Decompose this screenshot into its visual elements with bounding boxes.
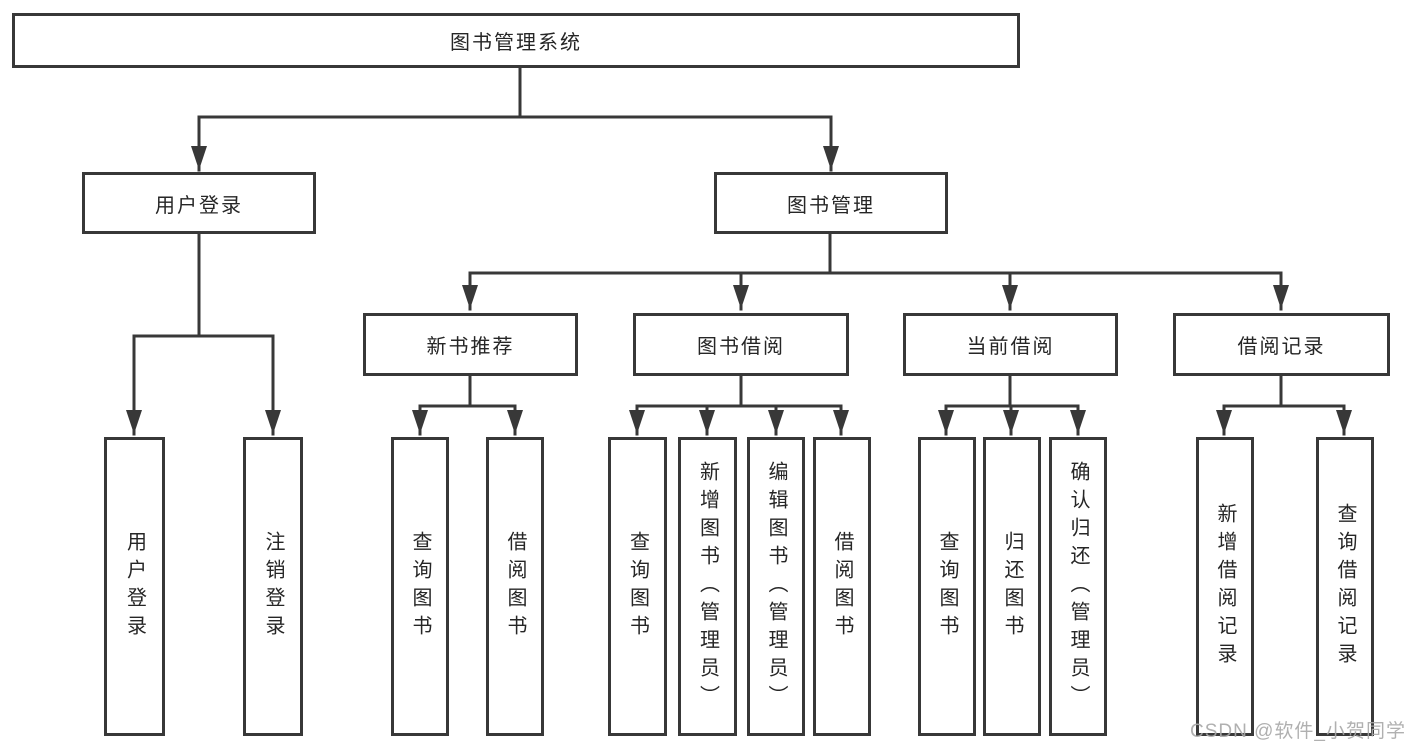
node-label: 借阅图书 — [504, 530, 526, 643]
leaf-query-borrow-record: 查询借阅记录 — [1316, 437, 1374, 736]
node-root: 图书管理系统 — [12, 13, 1020, 68]
node-label: 图书管理 — [787, 194, 875, 217]
node-label: 当前借阅 — [966, 336, 1055, 358]
edge-book-borrow — [635, 373, 843, 408]
leaf-add-borrow-record: 新增借阅记录 — [1196, 437, 1254, 736]
node-borrow-records: 借阅记录 — [1173, 313, 1390, 376]
node-label: 归还图书 — [1001, 530, 1023, 643]
leaf-edit-books-admin: 编辑图书（管理员） — [747, 437, 805, 736]
edge-user-login — [132, 231, 275, 338]
node-label: 查询借阅记录 — [1334, 502, 1356, 671]
edge-book-management — [468, 231, 1283, 275]
leaf-query-books-recommend: 查询图书 — [391, 437, 449, 736]
leaf-user-login: 用户登录 — [104, 437, 165, 736]
node-label: 用户登录 — [123, 530, 146, 643]
node-label: 用户登录 — [155, 194, 243, 217]
edge-root — [197, 65, 833, 119]
node-current-borrow: 当前借阅 — [903, 313, 1118, 376]
node-label: 新增借阅记录 — [1214, 502, 1236, 671]
node-label: 新增图书（管理员） — [696, 460, 719, 713]
leaf-query-books-current: 查询图书 — [918, 437, 976, 736]
node-book-borrow: 图书借阅 — [633, 313, 849, 376]
csdn-watermark: CSDN @软件_小贺同学 — [1190, 721, 1405, 742]
leaf-logout: 注销登录 — [243, 437, 303, 736]
leaf-add-books-admin: 新增图书（管理员） — [678, 437, 737, 736]
node-label: 注销登录 — [262, 530, 284, 643]
leaf-borrow-books: 借阅图书 — [813, 437, 871, 736]
node-label: 查询图书 — [409, 530, 431, 643]
node-label: 借阅图书 — [831, 530, 853, 643]
node-book-management: 图书管理 — [714, 172, 948, 234]
leaf-return-books: 归还图书 — [983, 437, 1041, 736]
leaf-query-books-borrow: 查询图书 — [608, 437, 667, 736]
node-label: 图书管理系统 — [450, 32, 582, 54]
node-label: 借阅记录 — [1237, 336, 1326, 358]
edge-borrow-records — [1222, 373, 1346, 408]
node-label: 新书推荐 — [426, 336, 515, 358]
node-label: 查询图书 — [626, 530, 649, 643]
node-new-book-recommend: 新书推荐 — [363, 313, 578, 376]
node-label: 编辑图书（管理员） — [765, 460, 787, 713]
node-user-login: 用户登录 — [82, 172, 316, 234]
node-label: 确认归还（管理员） — [1067, 460, 1089, 713]
node-label: 图书借阅 — [697, 336, 785, 358]
leaf-confirm-return-admin: 确认归还（管理员） — [1049, 437, 1107, 736]
edge-new-book — [418, 373, 517, 408]
edge-current-borrow — [944, 373, 1080, 408]
leaf-borrow-books-recommend: 借阅图书 — [486, 437, 544, 736]
node-label: 查询图书 — [936, 530, 958, 643]
